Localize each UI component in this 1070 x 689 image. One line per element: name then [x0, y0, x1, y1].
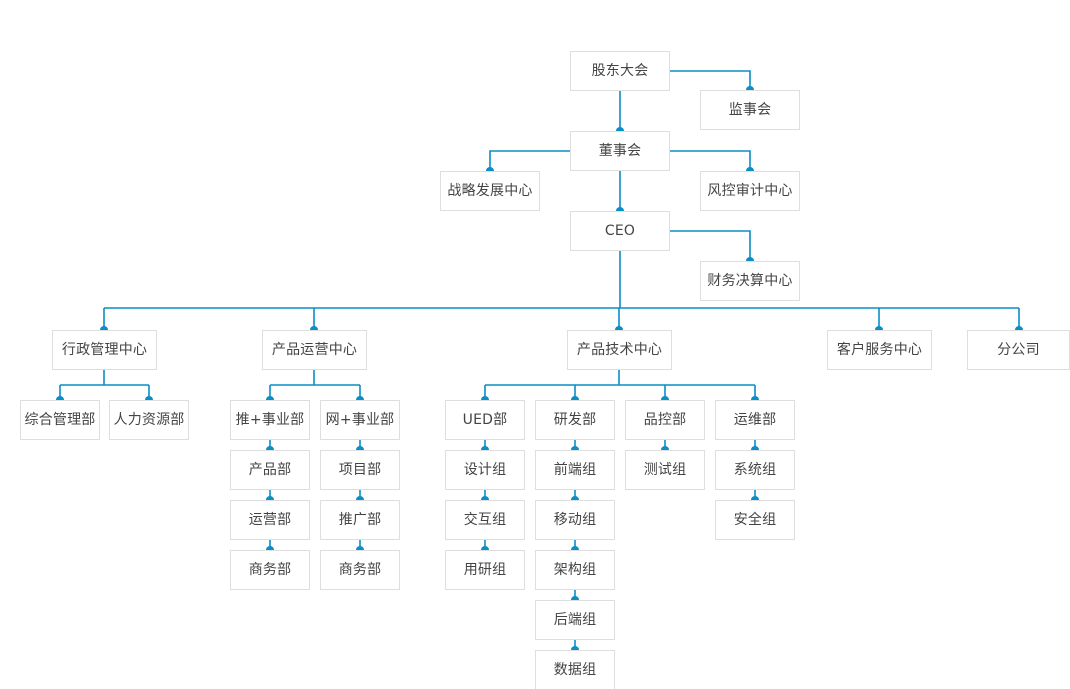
org-node-label: 产品技术中心 [576, 342, 663, 358]
connector-line [670, 150, 751, 171]
org-node-label: 品控部 [643, 412, 687, 428]
org-node-label: 安全组 [733, 512, 777, 528]
org-node-label: 监事会 [728, 102, 772, 118]
org-node[interactable]: 产品部 [230, 450, 310, 490]
org-node-label: 战略发展中心 [447, 183, 533, 199]
org-node-label: 行政管理中心 [61, 342, 148, 358]
org-node[interactable]: 移动组 [535, 500, 615, 540]
org-node-label: 风控审计中心 [707, 183, 793, 199]
org-node[interactable]: CEO [570, 211, 670, 251]
org-node-label: 财务决算中心 [707, 273, 793, 289]
org-node[interactable]: 财务决算中心 [700, 261, 800, 301]
org-node[interactable]: 风控审计中心 [700, 171, 800, 211]
org-node[interactable]: 推+事业部 [230, 400, 310, 440]
org-node-label: 网+事业部 [325, 412, 395, 428]
org-node[interactable]: 运营部 [230, 500, 310, 540]
org-node-label: 客户服务中心 [836, 342, 923, 358]
org-node[interactable]: 监事会 [700, 90, 800, 130]
org-node-label: 测试组 [643, 462, 687, 478]
org-node[interactable]: 分公司 [967, 330, 1070, 370]
org-node[interactable]: 研发部 [535, 400, 615, 440]
org-node[interactable]: 行政管理中心 [52, 330, 157, 370]
org-node[interactable]: 产品运营中心 [262, 330, 367, 370]
org-node[interactable]: 人力资源部 [109, 400, 189, 440]
org-node[interactable]: 产品技术中心 [567, 330, 672, 370]
org-node-label: 股东大会 [591, 63, 649, 79]
org-node[interactable]: 运维部 [715, 400, 795, 440]
org-node-label: 研发部 [553, 412, 597, 428]
org-node[interactable]: 客户服务中心 [827, 330, 932, 370]
org-node-label: 产品部 [248, 462, 292, 478]
connector-line [489, 150, 570, 171]
org-node[interactable]: 商务部 [230, 550, 310, 590]
org-node[interactable]: 用研组 [445, 550, 525, 590]
org-node[interactable]: 商务部 [320, 550, 400, 590]
org-node-label: 商务部 [338, 562, 382, 578]
org-node[interactable]: 交互组 [445, 500, 525, 540]
org-node-label: 用研组 [463, 562, 507, 578]
org-node-label: 人力资源部 [113, 412, 185, 428]
org-node[interactable]: UED部 [445, 400, 525, 440]
org-node-label: 运维部 [733, 412, 777, 428]
org-node[interactable]: 前端组 [535, 450, 615, 490]
org-node[interactable]: 后端组 [535, 600, 615, 640]
org-node-label: 项目部 [338, 462, 382, 478]
org-node-label: CEO [604, 223, 636, 239]
org-node-label: 运营部 [248, 512, 292, 528]
org-node-label: 产品运营中心 [271, 342, 358, 358]
org-node[interactable]: 设计组 [445, 450, 525, 490]
org-node-label: 后端组 [553, 612, 597, 628]
org-node[interactable]: 网+事业部 [320, 400, 400, 440]
org-node[interactable]: 系统组 [715, 450, 795, 490]
org-node[interactable]: 项目部 [320, 450, 400, 490]
connector-line [670, 230, 751, 261]
org-node-label: 设计组 [463, 462, 507, 478]
org-node-label: 移动组 [553, 512, 597, 528]
org-node[interactable]: 董事会 [570, 131, 670, 171]
org-node-label: UED部 [462, 412, 508, 428]
org-node-label: 交互组 [463, 512, 507, 528]
org-node-label: 董事会 [598, 143, 642, 159]
org-node-label: 推广部 [338, 512, 382, 528]
org-node-label: 前端组 [553, 462, 597, 478]
org-node[interactable]: 安全组 [715, 500, 795, 540]
connector-line [670, 70, 751, 90]
org-node-label: 数据组 [553, 662, 597, 678]
org-node[interactable]: 推广部 [320, 500, 400, 540]
org-node[interactable]: 品控部 [625, 400, 705, 440]
org-node-label: 分公司 [997, 342, 1040, 358]
org-node[interactable]: 战略发展中心 [440, 171, 540, 211]
org-node[interactable]: 架构组 [535, 550, 615, 590]
org-node-label: 商务部 [248, 562, 292, 578]
org-node-label: 推+事业部 [235, 412, 305, 428]
org-node[interactable]: 数据组 [535, 650, 615, 689]
org-node[interactable]: 股东大会 [570, 51, 670, 91]
org-node-label: 综合管理部 [24, 412, 96, 428]
org-node[interactable]: 综合管理部 [20, 400, 100, 440]
org-node-label: 系统组 [733, 462, 777, 478]
org-node-label: 架构组 [553, 562, 597, 578]
org-node[interactable]: 测试组 [625, 450, 705, 490]
